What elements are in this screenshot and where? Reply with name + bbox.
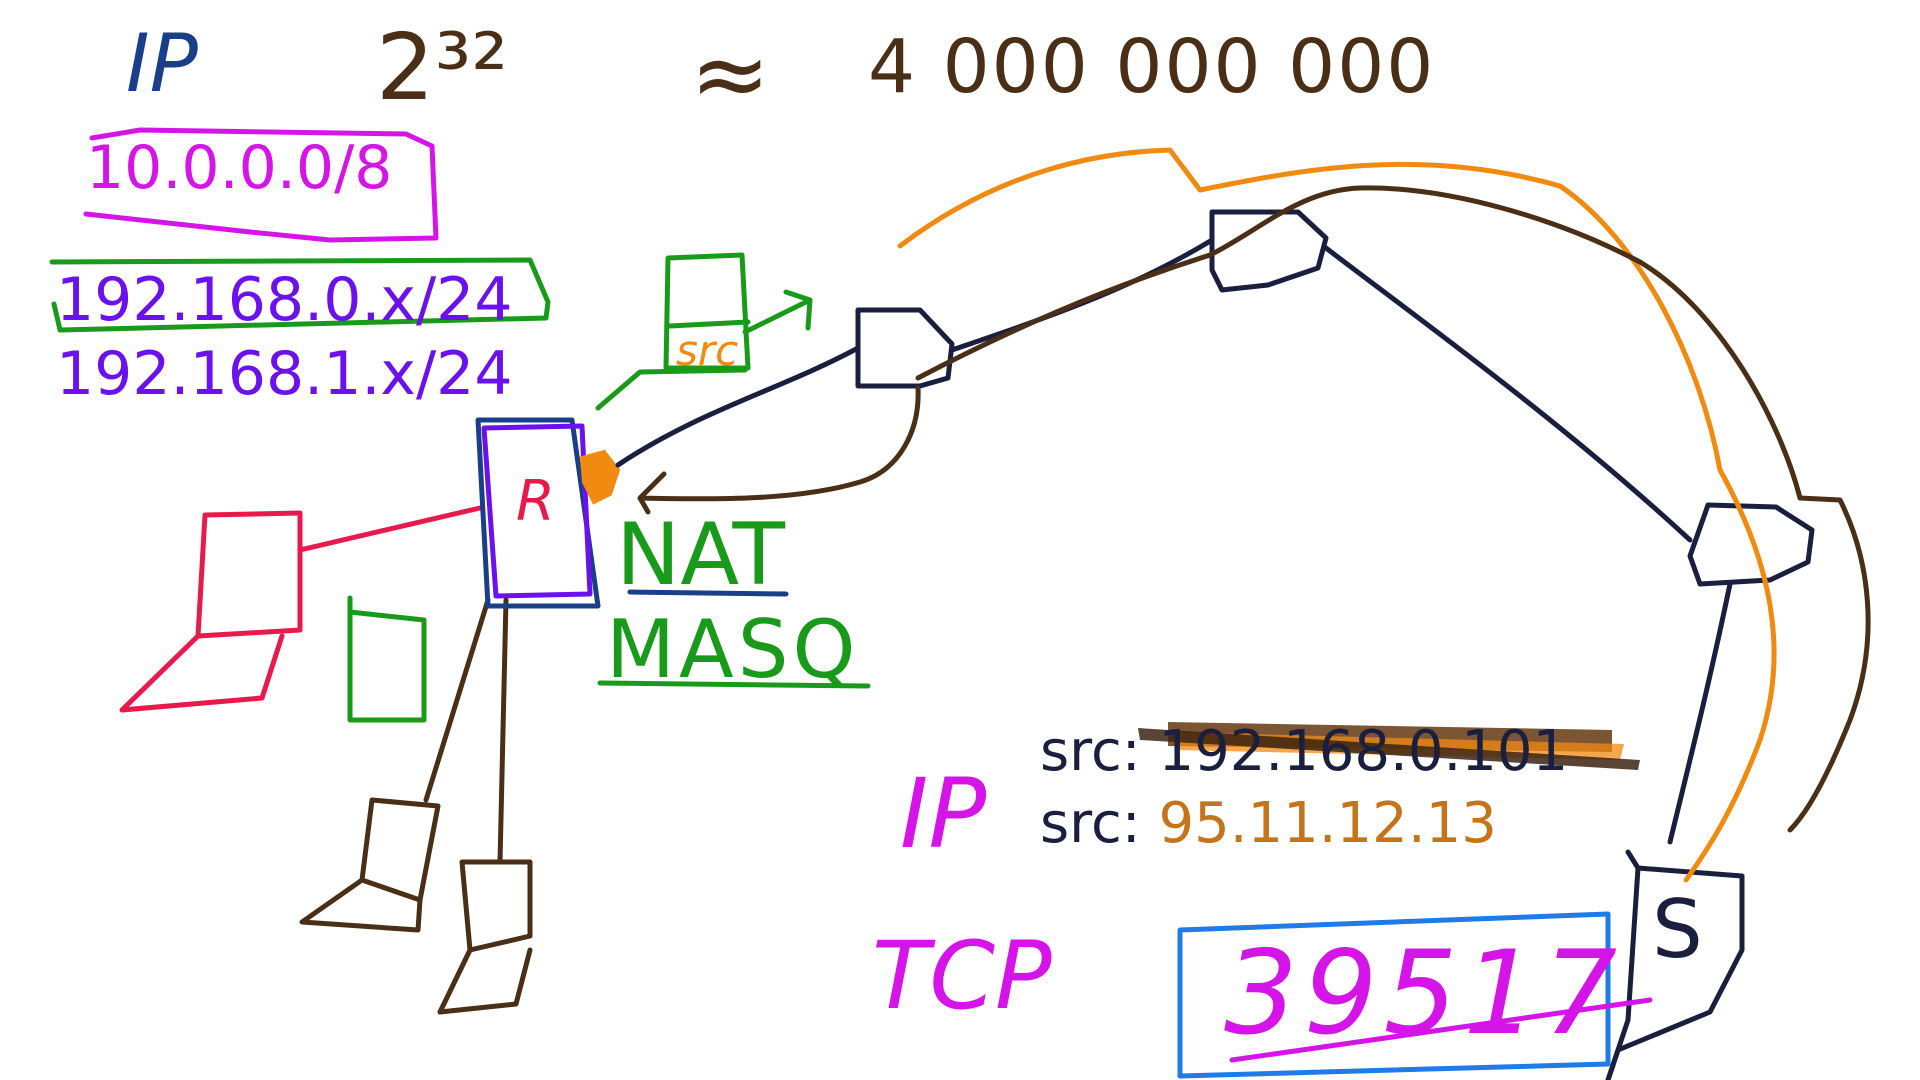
router-wan-port-icon xyxy=(579,449,621,505)
network-label-private-a: 10.0.0.0/8 xyxy=(86,133,393,203)
port-box xyxy=(1177,911,1653,1079)
internet-router-3-icon xyxy=(1687,502,1815,587)
heading-ip-label: IP xyxy=(126,17,198,110)
packet-old-src-row: src: 192.168.0.101 xyxy=(1040,724,1568,780)
router-icon xyxy=(475,417,601,609)
nat-underline xyxy=(627,589,789,597)
masq-label: MASQ xyxy=(606,603,860,696)
nat-return-path-brown xyxy=(637,185,1871,833)
laptop-icon xyxy=(119,505,483,713)
old-src-strikethrough xyxy=(1138,722,1640,770)
old-src-address: 192.168.0.101 xyxy=(1158,719,1569,784)
client-device-left-icon xyxy=(299,597,491,933)
nat-return-path-orange xyxy=(897,147,1777,883)
packet-tcp-label: TCP xyxy=(872,922,1052,1031)
desktop-icon xyxy=(347,595,427,723)
phone-icon xyxy=(595,252,813,411)
heading-power-label: 2³² xyxy=(376,14,509,121)
client-device-right-icon xyxy=(437,597,533,1015)
nat-label: NAT xyxy=(616,505,786,605)
lan-0-highlight xyxy=(49,257,551,333)
packet-ip-label: IP xyxy=(900,758,987,870)
packet-new-src-row: src: 95.11.12.13 xyxy=(1040,796,1497,852)
internet-router-2-icon xyxy=(1209,209,1329,293)
private-a-highlight xyxy=(83,127,439,243)
new-src-prefix: src: xyxy=(1040,791,1141,856)
heading-approx-symbol: ≈ xyxy=(690,18,771,130)
router-label: R xyxy=(516,469,555,534)
old-src-prefix: src: xyxy=(1040,719,1141,784)
server-label: S xyxy=(1652,883,1703,976)
heading-count-label: 4 000 000 000 xyxy=(868,24,1436,110)
network-label-lan-0: 192.168.0.x/24 xyxy=(56,265,513,335)
new-src-address: 95.11.12.13 xyxy=(1158,791,1497,856)
masq-underline xyxy=(597,680,871,689)
tcp-port-value: 39517 xyxy=(1224,926,1624,1061)
network-label-lan-1: 192.168.1.x/24 xyxy=(56,339,513,409)
internet-router-1-icon xyxy=(855,307,955,389)
server-icon xyxy=(1605,849,1745,1080)
router-src-tag: src xyxy=(676,326,739,375)
